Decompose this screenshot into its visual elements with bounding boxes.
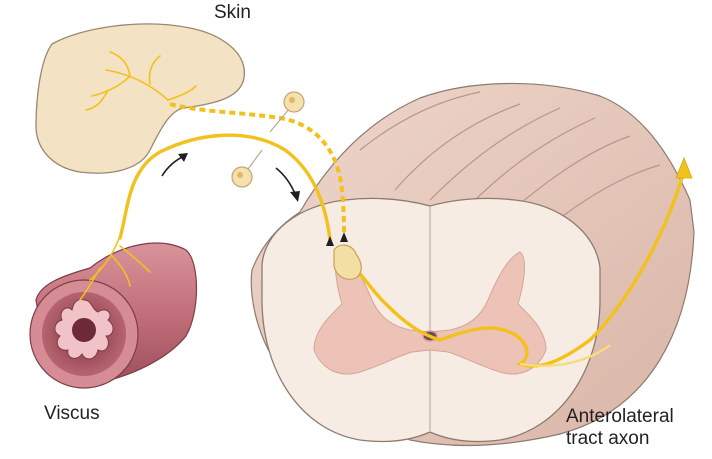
spinal-cord <box>250 82 695 446</box>
anterolateral-tract-axon <box>346 170 686 368</box>
synapse-marker-cutaneous <box>340 232 348 242</box>
skin <box>35 23 245 174</box>
anterolateral-tract-label-line1: Anterolateral <box>566 406 674 427</box>
direction-arrows <box>161 153 300 202</box>
curved-arrow-icon <box>161 155 185 177</box>
viscus <box>29 235 198 389</box>
cutaneous-afferent-fiber <box>169 102 346 241</box>
nerve-pathways <box>118 102 693 368</box>
synapse-marker-visceral <box>326 236 334 246</box>
visceral-afferent-fiber <box>118 133 332 242</box>
skin-patch <box>35 23 245 174</box>
cord-ridges <box>359 91 661 223</box>
skin-nerve-endings <box>85 51 197 111</box>
anterolateral-tract-label: Anterolateral tract axon <box>566 406 674 450</box>
skin-label: Skin <box>214 2 251 23</box>
cord-cross-section <box>261 197 601 443</box>
dorsal-root-ganglion-cells <box>231 91 305 188</box>
viscus-label: Viscus <box>44 403 100 424</box>
dorsal-horn-neuron <box>333 244 362 280</box>
arrow-up-icon <box>675 156 693 179</box>
anterolateral-tract-label-line2: tract axon <box>566 428 650 449</box>
